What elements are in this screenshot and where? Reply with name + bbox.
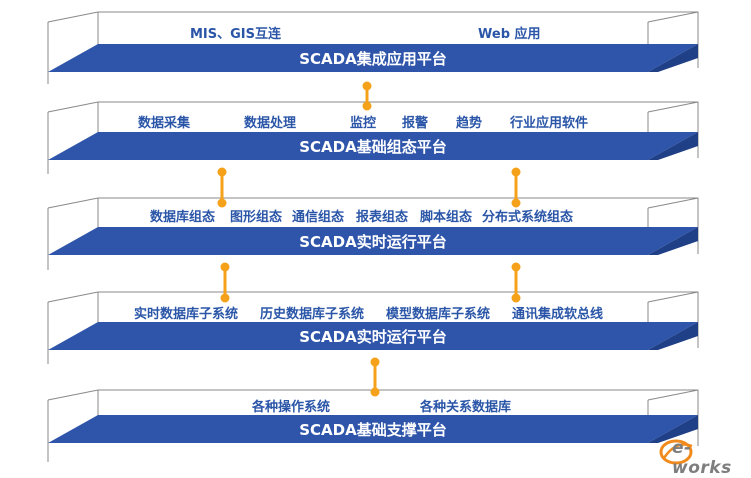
layer-4 <box>47 291 699 364</box>
platform-band <box>48 415 698 443</box>
component-label: MIS、GIS互连 <box>190 27 282 42</box>
connector-dot <box>362 101 372 111</box>
component-label: 模型数据库子系统 <box>386 307 491 322</box>
component-label: 历史数据库子系统 <box>260 307 365 322</box>
platform-label: SCADA实时运行平台 <box>299 233 447 251</box>
connector-dot <box>511 262 521 272</box>
frame-outline-back <box>47 291 699 348</box>
connector-dot <box>217 167 227 177</box>
layer-5 <box>47 389 699 462</box>
component-label: 通信组态 <box>292 210 345 225</box>
connector-dot <box>362 81 372 91</box>
layer-2 <box>47 101 699 174</box>
connector-dot <box>370 387 380 397</box>
connector-dot <box>220 262 230 272</box>
component-label: 数据采集 <box>138 116 191 131</box>
connector-dot <box>217 198 227 208</box>
component-label: 报警 <box>402 116 429 131</box>
platform-label: SCADA集成应用平台 <box>299 50 447 68</box>
platform-band <box>48 44 698 72</box>
frame-top-right-diag <box>647 197 699 209</box>
component-label: 数据库组态 <box>150 210 216 225</box>
platform-label: SCADA基础组态平台 <box>299 138 447 156</box>
component-label: 通讯集成软总线 <box>512 307 604 322</box>
logo-text: e-works <box>672 438 732 478</box>
platform-band <box>48 227 698 255</box>
e-works-logo <box>659 439 693 465</box>
connector <box>362 81 372 111</box>
platform-band-shade <box>648 44 698 72</box>
frame-outline-back <box>47 101 699 158</box>
layer-1 <box>47 11 699 84</box>
component-label: 图形组态 <box>230 210 283 225</box>
connector <box>511 262 521 303</box>
component-label: 监控 <box>350 116 377 131</box>
platform-band-shade <box>648 322 698 350</box>
connector-dot <box>511 293 521 303</box>
platform-label: SCADA基础支撑平台 <box>299 421 447 439</box>
connector-dot <box>511 198 521 208</box>
frame-top-right-diag <box>647 291 699 303</box>
component-label: 脚本组态 <box>420 210 473 225</box>
frame-outline-back <box>47 197 699 254</box>
component-label: 各种关系数据库 <box>420 400 512 415</box>
connector <box>370 357 380 397</box>
component-label: Web 应用 <box>478 27 541 42</box>
connector <box>511 167 521 208</box>
platform-band-shade <box>648 227 698 255</box>
component-label: 各种操作系统 <box>252 400 331 415</box>
frame-outline-back <box>47 11 699 68</box>
component-label: 实时数据库子系统 <box>134 307 239 322</box>
component-label: 报表组态 <box>356 210 409 225</box>
platform-band-shade <box>648 415 698 443</box>
layer-3 <box>47 197 699 270</box>
component-label: 数据处理 <box>244 116 297 131</box>
component-label: 趋势 <box>456 116 483 131</box>
frame-top-right-diag <box>647 389 699 401</box>
component-label: 行业应用软件 <box>510 116 589 131</box>
frame-top-right-diag <box>647 101 699 113</box>
component-label: 分布式系统组态 <box>482 210 574 225</box>
connector-dot <box>511 167 521 177</box>
connector-dot <box>370 357 380 367</box>
platform-band <box>48 132 698 160</box>
platform-label: SCADA实时运行平台 <box>299 328 447 346</box>
platform-band <box>48 322 698 350</box>
connector <box>220 262 230 303</box>
platform-band-shade <box>648 132 698 160</box>
connector-dot <box>220 293 230 303</box>
frame-top-right-diag <box>647 11 699 23</box>
connector <box>217 167 227 208</box>
